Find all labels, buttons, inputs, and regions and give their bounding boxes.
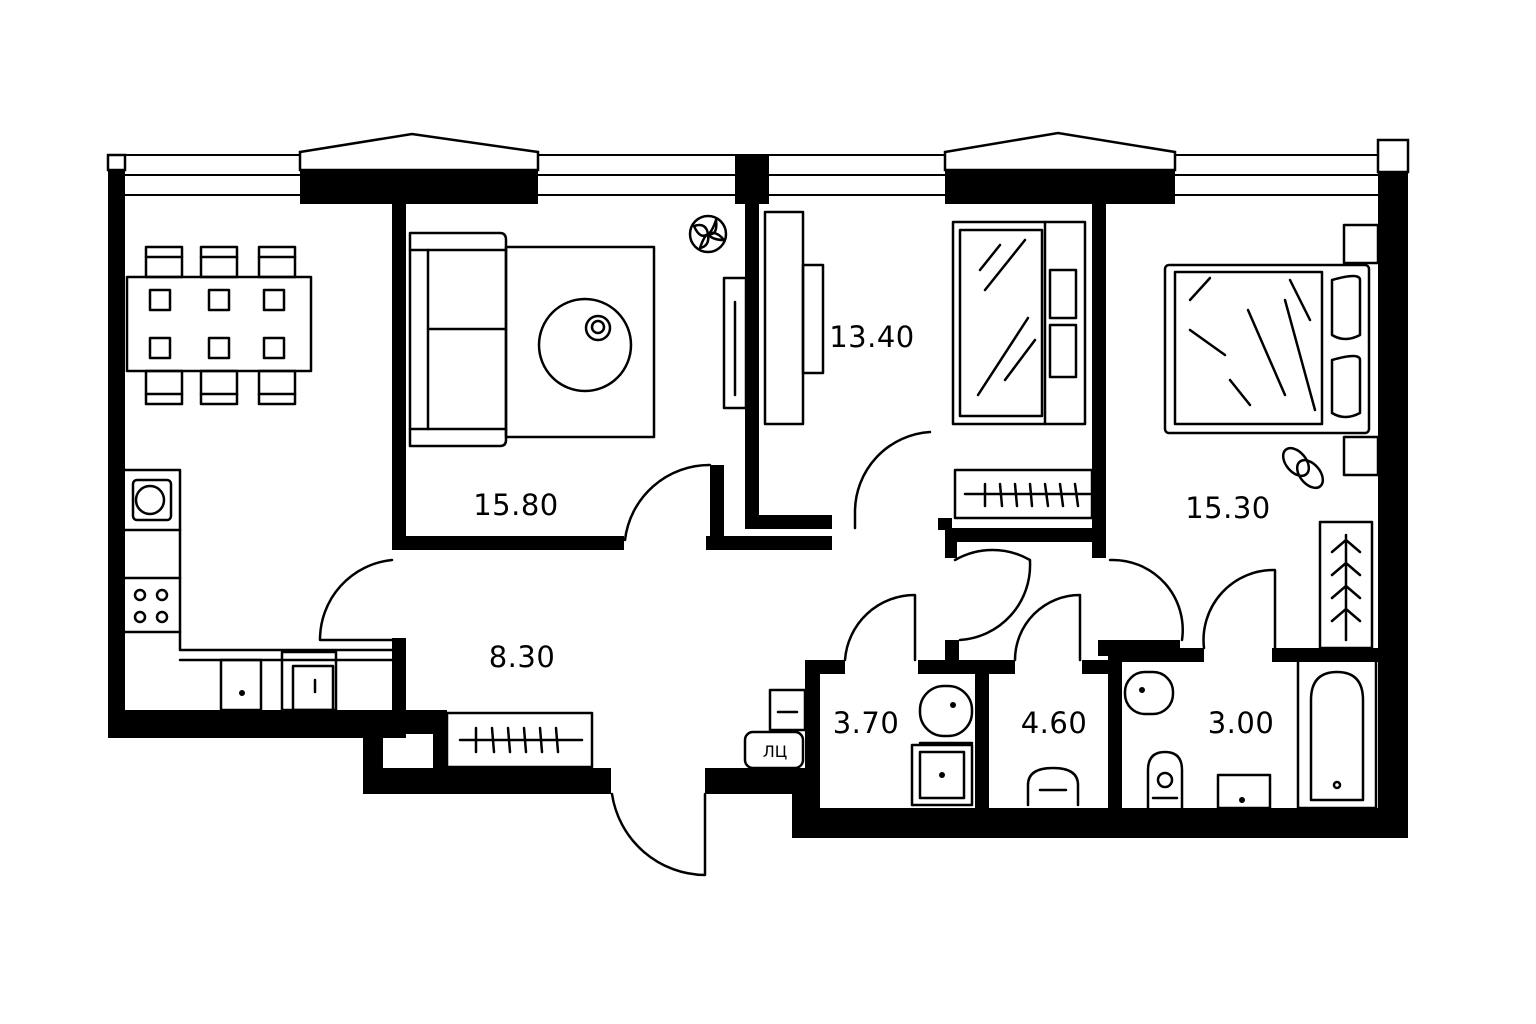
hallway-furniture — [445, 688, 807, 770]
shoe-rack-icon — [445, 711, 594, 769]
sink-icon — [918, 684, 974, 738]
washing-machine-icon — [743, 730, 805, 770]
double-bed-icon — [1163, 263, 1371, 435]
bathtub-icon — [1296, 658, 1378, 810]
bedroom1-furniture — [763, 210, 1094, 520]
tv-stand-icon — [722, 276, 748, 410]
area-bedroom-2: 15.30 — [1185, 491, 1271, 525]
area-bedroom-1: 13.40 — [829, 320, 915, 354]
sink-icon — [134, 484, 166, 516]
doors — [318, 430, 1277, 877]
coffee-table-icon — [537, 297, 633, 393]
area-living-room: 15.80 — [473, 488, 559, 522]
wardrobe-icon — [1318, 520, 1374, 650]
chair-icon — [144, 245, 297, 279]
toilet-icon — [1146, 750, 1184, 810]
bed-icon — [958, 228, 1044, 418]
living-furniture — [408, 214, 748, 448]
kitchen-furniture — [123, 245, 394, 712]
area-bathroom-1: 3.70 — [832, 706, 900, 740]
bedroom2-furniture — [1163, 223, 1380, 650]
plant-icon — [688, 214, 728, 254]
stove-icon — [133, 588, 147, 602]
washer-label: ЛЦ — [763, 742, 787, 761]
slippers-icon — [1281, 446, 1325, 490]
shower-icon — [910, 743, 974, 807]
area-bathroom-3: 3.00 — [1207, 706, 1275, 740]
walls — [108, 155, 1408, 838]
area-hallway: 8.30 — [488, 640, 556, 674]
sofa-icon — [408, 231, 508, 448]
wardrobe-icon — [953, 468, 1094, 520]
toilet-icon — [1026, 766, 1080, 807]
sink-icon — [1123, 670, 1175, 716]
area-bathroom-2: 4.60 — [1020, 706, 1088, 740]
bathroom-fixtures — [910, 658, 1378, 810]
